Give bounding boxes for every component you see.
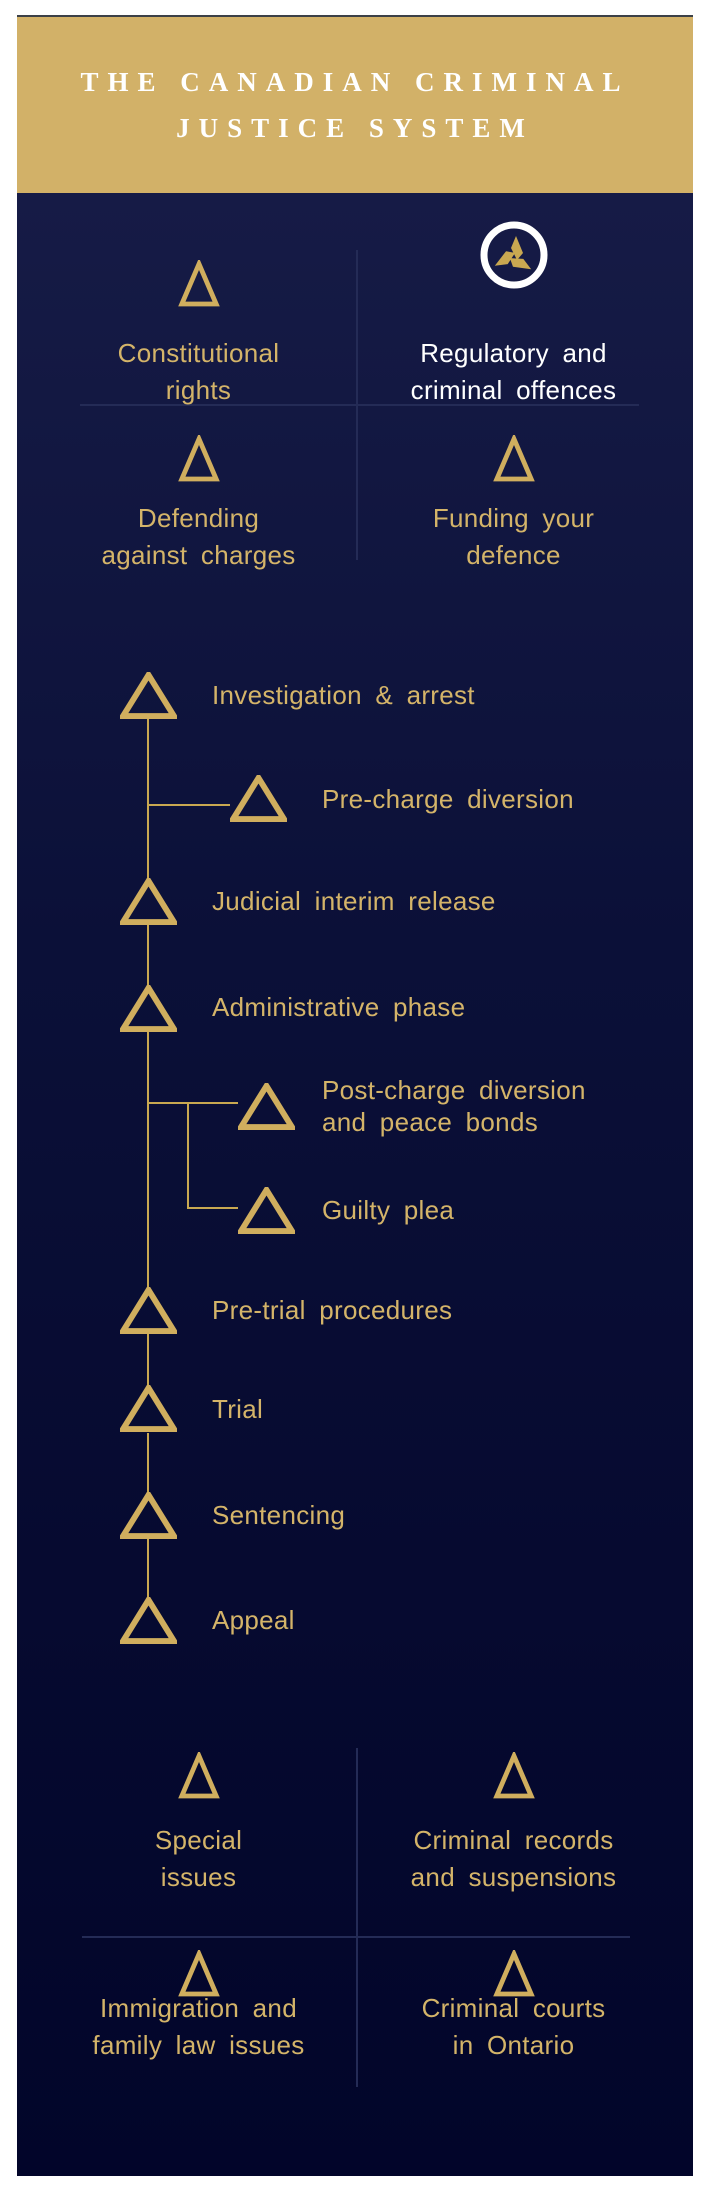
triangle-icon	[117, 1489, 180, 1544]
page-title-line1: THE CANADIAN CRIMINAL	[80, 67, 630, 97]
triangle-icon	[235, 1184, 298, 1239]
flow-item-pre-charge-diversion[interactable]: Pre-charge diversion	[322, 784, 574, 814]
flow-item-appeal[interactable]: Appeal	[212, 1605, 295, 1635]
flow-branch-connector	[187, 1102, 189, 1207]
flow-branch-connector	[187, 1207, 238, 1209]
page-title: THE CANADIAN CRIMINAL JUSTICE SYSTEM	[17, 17, 693, 151]
flow-item-sentencing[interactable]: Sentencing	[212, 1500, 346, 1530]
flow-spine-line	[147, 718, 149, 878]
flow-spine-line	[147, 1433, 149, 1492]
nav-item-criminal-records-suspensions[interactable]: Criminal records and suspensions	[357, 1745, 670, 1936]
nav-item-label: Criminal courts in Ontario	[421, 1993, 606, 2060]
triangle-icon	[227, 772, 290, 827]
header-banner: THE CANADIAN CRIMINAL JUSTICE SYSTEM	[17, 15, 693, 193]
triangle-icon	[117, 1594, 180, 1649]
infographic-panel: THE CANADIAN CRIMINAL JUSTICE SYSTEM Con…	[17, 15, 693, 2176]
grid-row-divider	[82, 1936, 630, 1938]
flow-item-post-charge-diversion[interactable]: Post-charge diversion and peace bonds	[322, 1075, 586, 1137]
grid-row-divider	[80, 404, 639, 406]
nav-item-defending-against-charges[interactable]: Defending against charges	[40, 406, 357, 570]
nav-item-label: Funding your defence	[432, 503, 595, 570]
triangle-icon	[117, 669, 180, 724]
bottom-nav-grid: Special issues Criminal records and susp…	[40, 1745, 670, 2090]
navy-background	[17, 193, 693, 2176]
page-title-line2: JUSTICE SYSTEM	[176, 113, 534, 143]
triangle-icon	[117, 1284, 180, 1339]
process-flowchart: Investigation & arrest Pre-charge divers…	[17, 655, 693, 1715]
flow-branch-connector	[148, 1102, 238, 1104]
triangle-icon	[177, 1752, 220, 1800]
triangle-icon	[117, 982, 180, 1037]
nav-item-label: Defending against charges	[101, 503, 296, 570]
triangle-icon	[235, 1080, 298, 1135]
flow-spine-line	[147, 1030, 149, 1287]
nav-item-special-issues[interactable]: Special issues	[40, 1745, 357, 1936]
triangle-icon	[492, 1950, 535, 1998]
triangle-icon	[492, 1752, 535, 1800]
triangle-icon	[177, 260, 220, 308]
nav-item-immigration-family-law[interactable]: Immigration and family law issues	[40, 1938, 357, 2090]
grid-column-divider	[356, 1748, 358, 2087]
flow-item-pre-trial-procedures[interactable]: Pre-trial procedures	[212, 1295, 453, 1325]
flow-item-investigation-arrest[interactable]: Investigation & arrest	[212, 680, 475, 710]
nav-item-label: Criminal records and suspensions	[410, 1825, 617, 1892]
triangle-icon	[117, 1382, 180, 1437]
flow-item-judicial-interim-release[interactable]: Judicial interim release	[212, 886, 496, 916]
nav-item-label: Immigration and family law issues	[92, 1993, 305, 2060]
triangle-icon	[117, 875, 180, 930]
flow-spine-line	[147, 925, 149, 985]
nav-item-label: Constitutional rights	[117, 338, 280, 405]
top-nav-grid: Constitutional rights Regulatory and cri…	[40, 205, 670, 570]
nav-item-constitutional-rights[interactable]: Constitutional rights	[40, 205, 357, 405]
flow-spine-line	[147, 1538, 149, 1597]
nav-item-label: Special issues	[154, 1825, 243, 1892]
nav-item-label-active: Regulatory and criminal offences	[410, 338, 617, 405]
nav-item-funding-your-defence[interactable]: Funding your defence	[357, 406, 670, 570]
flow-branch-connector	[148, 804, 230, 806]
triangle-icon	[492, 435, 535, 483]
triangle-icon	[177, 435, 220, 483]
flow-spine-line	[147, 1333, 149, 1385]
flow-item-guilty-plea[interactable]: Guilty plea	[322, 1195, 455, 1225]
flow-item-trial[interactable]: Trial	[212, 1394, 264, 1424]
firm-logo-icon	[477, 218, 551, 297]
flow-item-administrative-phase[interactable]: Administrative phase	[212, 992, 466, 1022]
triangle-icon	[177, 1950, 220, 1998]
nav-item-criminal-courts-ontario[interactable]: Criminal courts in Ontario	[357, 1938, 670, 2090]
nav-item-regulatory-criminal-offences[interactable]: Regulatory and criminal offences	[357, 205, 670, 405]
